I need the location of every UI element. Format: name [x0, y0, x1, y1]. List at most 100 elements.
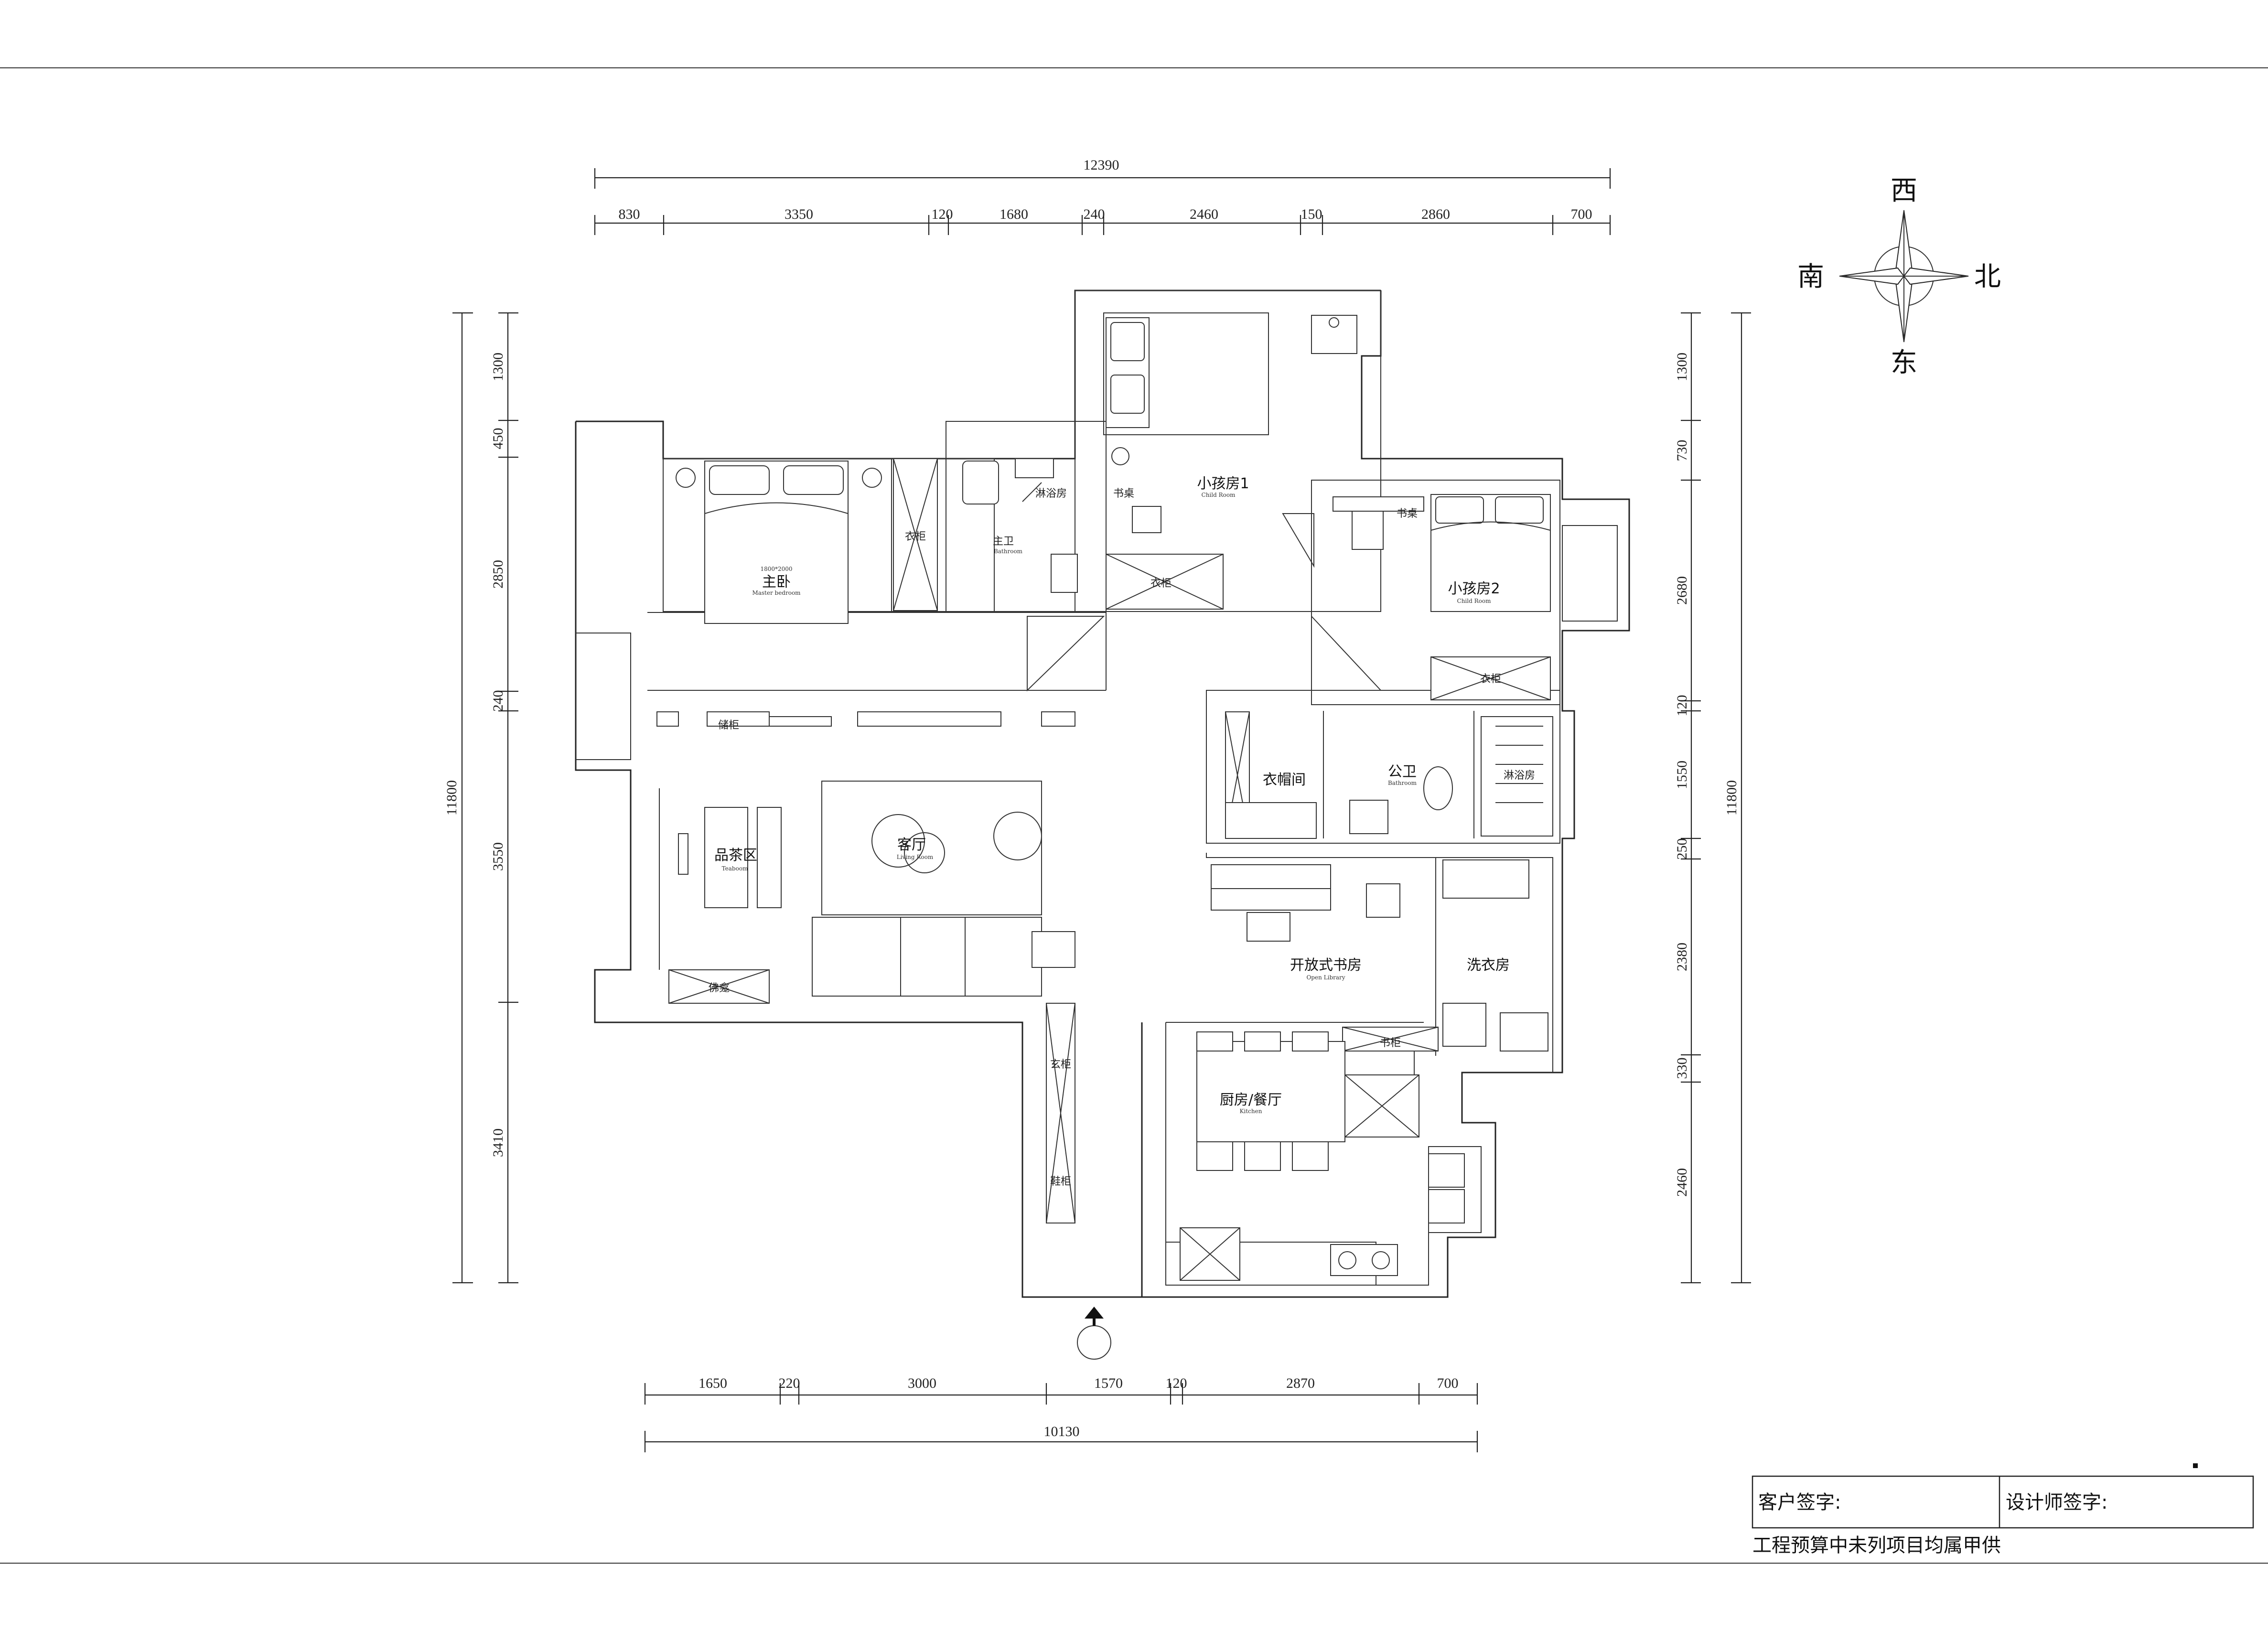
- svg-text:1680: 1680: [1000, 206, 1028, 222]
- bottom-dimension-total: 10130: [644, 1424, 1478, 1452]
- svg-text:2870: 2870: [1286, 1375, 1315, 1391]
- desk-a-label: 书桌: [1113, 488, 1134, 500]
- svg-text:2850: 2850: [490, 560, 506, 589]
- svg-text:700: 700: [1571, 206, 1592, 222]
- entrance-door-icon: [1077, 1307, 1111, 1360]
- svg-text:1300: 1300: [490, 353, 506, 381]
- svg-text:220: 220: [779, 1375, 800, 1391]
- top-dimension-segments: 830 3350 120 1680 240 2460 150 2860 700: [594, 206, 1611, 235]
- tea-area-en-label: Teaboom: [722, 865, 748, 872]
- cloakroom-label: 衣帽间: [1263, 772, 1306, 788]
- compass-south: 南: [1797, 261, 1824, 292]
- bottom-dimension-segments: 1650 220 3000 1570 120 2870 700: [644, 1375, 1478, 1405]
- shower-a-label: 淋浴房: [1035, 488, 1067, 500]
- wardrobe-c-label: 衣柜: [1480, 673, 1501, 685]
- svg-text:2680: 2680: [1674, 576, 1690, 605]
- svg-text:450: 450: [490, 428, 506, 450]
- supply-note: 工程预算中未列项目均属甲供: [1752, 1534, 2001, 1556]
- master-bath-en-label: Bathroom: [994, 548, 1023, 555]
- open-study-en-label: Open Library: [1306, 974, 1345, 981]
- svg-text:1570: 1570: [1094, 1375, 1123, 1391]
- living-room-furniture: [668, 781, 1075, 1004]
- svg-text:3350: 3350: [785, 206, 813, 222]
- master-bath-label: 主卫: [993, 536, 1014, 547]
- tea-area-label: 品茶区: [714, 847, 757, 864]
- svg-text:11800: 11800: [444, 780, 460, 816]
- left-dimension-segments: 1300 450 2850 240 3550 3410: [490, 312, 518, 1284]
- svg-text:240: 240: [490, 690, 506, 712]
- desk-b-label: 书桌: [1397, 508, 1418, 520]
- cloakroom-shelves: [1225, 711, 1317, 839]
- public-bath-label: 公卫: [1388, 763, 1417, 780]
- outer-walls: [575, 290, 1630, 1298]
- wardrobe-b-label: 衣柜: [1150, 578, 1172, 590]
- child-room-1-en-label: Child Room: [1202, 492, 1236, 498]
- svg-text:120: 120: [1166, 1375, 1187, 1391]
- compass-east: 东: [1891, 347, 1917, 378]
- shoe-cabinet-label: 鞋柜: [1050, 1176, 1071, 1188]
- open-study-label: 开放式书房: [1290, 957, 1362, 974]
- svg-text:1550: 1550: [1674, 761, 1690, 789]
- child-bed-1: [1106, 317, 1314, 610]
- svg-text:730: 730: [1674, 440, 1690, 461]
- compass-west: 西: [1891, 175, 1917, 206]
- wardrobe-master: [893, 458, 938, 611]
- living-room-en-label: Living Room: [897, 854, 934, 860]
- laundry-label: 洗衣房: [1467, 957, 1510, 974]
- right-dimension-total: 11800: [1724, 312, 1751, 1284]
- svg-text:3000: 3000: [908, 1375, 936, 1391]
- top-dimension-total: 12390: [594, 157, 1611, 189]
- svg-text:11800: 11800: [1724, 780, 1740, 816]
- child-bed-2: [1311, 315, 1618, 700]
- study-piano-desk: [1211, 859, 1548, 1052]
- buddha-cabinet-label: 佛龛: [709, 982, 730, 994]
- public-bath-en-label: Bathroom: [1388, 780, 1417, 786]
- master-bed-size-label: 1800*2000: [760, 566, 792, 572]
- kitchen-en-label: Kitchen: [1240, 1108, 1262, 1115]
- compass-rose: 西 东 南 北: [1797, 175, 2001, 378]
- svg-text:2460: 2460: [1190, 206, 1218, 222]
- signature-block: 客户签字: 设计师签字: 工程预算中未列项目均属甲供: [1752, 1463, 2254, 1556]
- client-signature-label: 客户签字:: [1758, 1492, 1841, 1513]
- svg-text:250: 250: [1674, 838, 1690, 860]
- svg-text:330: 330: [1674, 1058, 1690, 1079]
- shower-b-label: 淋浴房: [1504, 770, 1535, 782]
- entry-shoe-cabinet: [1046, 1003, 1075, 1223]
- master-bed: [676, 461, 882, 624]
- svg-text:1650: 1650: [699, 1375, 727, 1391]
- master-bedroom-en-label: Master bedroom: [752, 590, 801, 596]
- designer-signature-label: 设计师签字:: [2006, 1492, 2107, 1513]
- svg-text:2860: 2860: [1421, 206, 1450, 222]
- svg-text:150: 150: [1301, 206, 1322, 222]
- svg-text:10130: 10130: [1044, 1424, 1080, 1439]
- child-room-2-label: 小孩房2: [1448, 580, 1500, 597]
- tea-area-furniture: [659, 788, 782, 970]
- svg-text:830: 830: [619, 206, 640, 222]
- wardrobe-a-label: 衣柜: [905, 531, 926, 543]
- svg-text:240: 240: [1084, 206, 1105, 222]
- living-room-label: 客厅: [897, 837, 926, 853]
- storage-cabinet-label: 储柜: [718, 719, 739, 731]
- master-bath-fixtures: [962, 458, 1078, 593]
- svg-text:2460: 2460: [1674, 1168, 1690, 1197]
- interior-walls: [647, 290, 1560, 1286]
- svg-text:12390: 12390: [1084, 157, 1119, 173]
- svg-text:120: 120: [932, 206, 953, 222]
- public-bath-fixtures: [1349, 716, 1553, 837]
- child-room-1-label: 小孩房1: [1197, 475, 1249, 492]
- compass-north: 北: [1974, 261, 2001, 292]
- svg-text:120: 120: [1674, 695, 1690, 717]
- svg-text:700: 700: [1437, 1375, 1459, 1391]
- svg-text:3550: 3550: [490, 842, 506, 871]
- bookcase-label: 书柜: [1380, 1037, 1401, 1049]
- left-dimension-total: 11800: [444, 312, 473, 1284]
- right-dimension-segments: 1300 730 2680 120 1550 250 2380 330 2460: [1674, 312, 1701, 1284]
- room-labels: 1800*2000 主卧 Master bedroom 衣柜 主卫 Bathro…: [709, 475, 1535, 1188]
- child-room-2-en-label: Child Room: [1457, 598, 1492, 604]
- kitchen-dining-furniture: [1180, 1031, 1465, 1281]
- svg-text:2380: 2380: [1674, 943, 1690, 971]
- master-bedroom-label: 主卧: [762, 574, 791, 590]
- kitchen-dining-label: 厨房/餐厅: [1220, 1092, 1282, 1108]
- svg-text:1300: 1300: [1674, 353, 1690, 381]
